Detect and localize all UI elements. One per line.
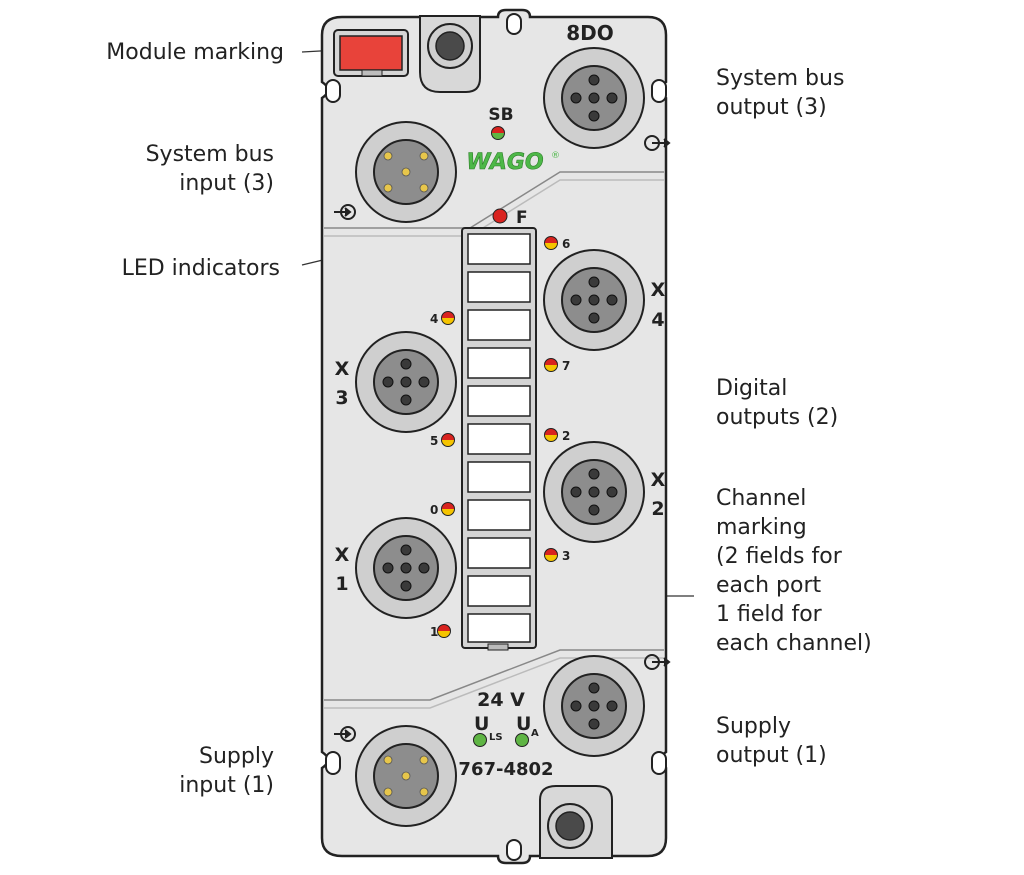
part-number: 767-4802 <box>458 759 553 780</box>
mounting-slot-bottom <box>506 839 522 861</box>
channel-field <box>467 233 531 265</box>
mounting-slot-left-top <box>325 79 341 103</box>
port-x2-letter: X <box>651 469 666 491</box>
fault-label: F <box>516 208 528 228</box>
port-x1-connector <box>355 517 457 619</box>
channel-field <box>467 271 531 303</box>
channel-3-led <box>544 548 558 562</box>
channel-6-led <box>544 236 558 250</box>
callout-digital-outputs: Digital outputs (2) <box>716 376 839 430</box>
module-marking <box>333 29 409 77</box>
wago-logo: WAGO <box>466 150 543 175</box>
sb-label: SB <box>488 105 513 125</box>
supply-output-connector <box>543 655 645 757</box>
port-x4-connector <box>543 249 645 351</box>
port-x3-letter: X <box>335 358 350 380</box>
port-x1-number: 1 <box>335 573 348 595</box>
channel-0-led <box>441 502 455 516</box>
channel-4-number: 4 <box>430 312 438 326</box>
system-bus-output-connector <box>543 47 645 149</box>
bus-output-direction-icon <box>644 135 671 151</box>
channel-3-number: 3 <box>562 549 570 563</box>
voltage-label: 24 V <box>477 689 525 711</box>
mounting-slot-left-bottom <box>325 751 341 775</box>
top-screw <box>419 15 481 93</box>
channel-field <box>467 575 531 607</box>
channel-5-led <box>441 433 455 447</box>
uls-label: U <box>474 713 489 735</box>
channel-field <box>467 499 531 531</box>
channel-field <box>467 347 531 379</box>
channel-1-led <box>437 624 451 638</box>
callout-system-bus-output: System bus output (3) <box>716 66 845 120</box>
channel-2-number: 2 <box>562 429 570 443</box>
bottom-screw <box>539 785 613 859</box>
channel-4-led <box>441 311 455 325</box>
channel-2-led <box>544 428 558 442</box>
ua-subscript: A <box>531 728 539 739</box>
channel-6-number: 6 <box>562 237 570 251</box>
callout-supply-output: Supply output (1) <box>716 714 827 768</box>
channel-field <box>467 461 531 493</box>
port-x4-number: 4 <box>651 309 664 331</box>
supply-input-connector <box>355 725 457 827</box>
port-x1-letter: X <box>335 544 350 566</box>
channel-field <box>467 423 531 455</box>
ua-led <box>515 733 529 747</box>
fault-led <box>492 208 508 224</box>
divider-top <box>324 171 664 229</box>
channel-0-number: 0 <box>430 503 438 517</box>
channel-field <box>467 309 531 341</box>
ua-label: U <box>516 713 531 735</box>
channel-field <box>467 613 531 643</box>
divider-bottom <box>324 649 664 701</box>
channel-field <box>467 537 531 569</box>
channel-1-number: 1 <box>430 625 438 639</box>
supply-input-direction-icon <box>334 726 356 742</box>
callout-supply-input: Supply input (1) <box>179 744 274 798</box>
channel-7-led <box>544 358 558 372</box>
callout-module-marking: Module marking <box>106 40 284 65</box>
channel-field <box>467 385 531 417</box>
bus-input-direction-icon <box>334 204 356 220</box>
system-bus-input-connector <box>355 121 457 223</box>
mounting-slot-right-bottom <box>651 751 667 775</box>
channel-5-number: 5 <box>430 434 438 448</box>
uls-subscript: LS <box>489 732 503 743</box>
callout-system-bus-input: System bus input (3) <box>145 142 274 196</box>
port-x2-connector <box>543 441 645 543</box>
port-x3-connector <box>355 331 457 433</box>
port-x2-number: 2 <box>651 498 664 520</box>
sb-led <box>491 126 505 140</box>
mounting-slot-right-top <box>651 79 667 103</box>
channel-marking-strip <box>461 227 537 651</box>
channel-7-number: 7 <box>562 359 570 373</box>
supply-output-direction-icon <box>644 654 671 670</box>
module-type-label: 8DO <box>566 21 614 45</box>
port-x4-letter: X <box>651 279 666 301</box>
registered-mark: ® <box>551 151 560 161</box>
callout-led-indicators: LED indicators <box>121 256 280 281</box>
uls-led <box>473 733 487 747</box>
port-x3-number: 3 <box>335 387 348 409</box>
mounting-slot-top <box>506 13 522 35</box>
callout-channel-marking: Channel marking (2 fields for each port … <box>716 486 872 656</box>
